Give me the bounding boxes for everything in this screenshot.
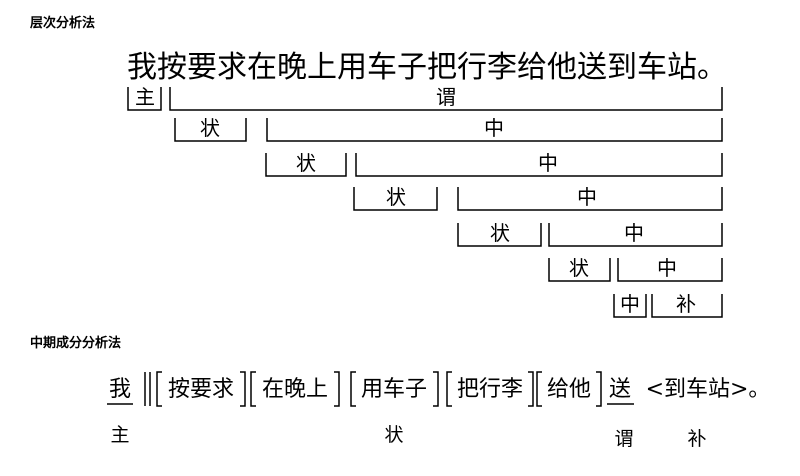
tag-predicate: 谓 [614,428,633,450]
layer5-label-adverbial: 状 [490,221,510,245]
layer7-label-complement: 补 [676,292,696,316]
adverbial-bracket-2 [250,371,340,407]
layer6-label-adverbial: 状 [569,256,589,280]
layer1-label-predicate: 谓 [436,85,456,109]
bracket-head-6 [617,258,723,282]
layer6-label-head: 中 [657,256,677,280]
bracket-head-3 [355,153,723,177]
layer5-label-head: 中 [624,221,644,245]
layer3-label-adverbial: 状 [296,151,316,175]
bracket-head-2 [266,118,723,142]
bracket-head-4 [457,187,723,211]
layer1-label-subject: 主 [135,85,155,109]
adverbial-bracket-4 [446,371,534,407]
adverbial-bracket-3 [350,371,439,407]
tag-complement: 补 [687,428,706,450]
example-sentence: 我按要求在晚上用车子把行李给他送到车站。 [127,50,727,85]
bracket-adverbial-5 [457,223,542,247]
tag-adverbial: 状 [384,424,403,446]
tag-subject: 主 [110,424,129,446]
layer2-label-head: 中 [484,116,504,140]
predicate-word: 送 [609,377,631,402]
layer4-label-adverbial: 状 [386,185,406,209]
adverbial-phrase-4: 把行李 [457,377,523,402]
bracket-adverbial-3 [265,153,347,177]
adverbial-phrase-3: 用车子 [361,377,427,402]
bracket-adverbial-2 [174,118,247,142]
bracket-adverbial-6 [548,258,611,282]
subject-word: 我 [109,377,131,402]
section-title-component-analysis: 中期成分分析法 [30,336,122,351]
adverbial-phrase-2: 在晚上 [262,377,328,402]
bracket-adverbial-4 [353,187,438,211]
layer3-label-head: 中 [538,151,558,175]
bracket-verb [613,294,647,318]
bracket-head-5 [548,223,723,247]
bracket-complement [651,294,723,318]
bracket-predicate [169,87,723,111]
adverbial-bracket-1 [156,371,246,407]
layer2-label-adverbial: 状 [200,116,220,140]
layer4-label-head: 中 [577,185,597,209]
bracket-subject [127,87,162,111]
adverbial-phrase-5: 给他 [547,377,591,402]
layer7-label-head: 中 [620,292,640,316]
adverbial-bracket-5 [536,371,602,407]
adverbial-phrase-1: 按要求 [168,377,234,402]
complement-phrase: <到车站>。 [646,377,771,402]
section-title-layer-analysis: 层次分析法 [30,16,96,31]
